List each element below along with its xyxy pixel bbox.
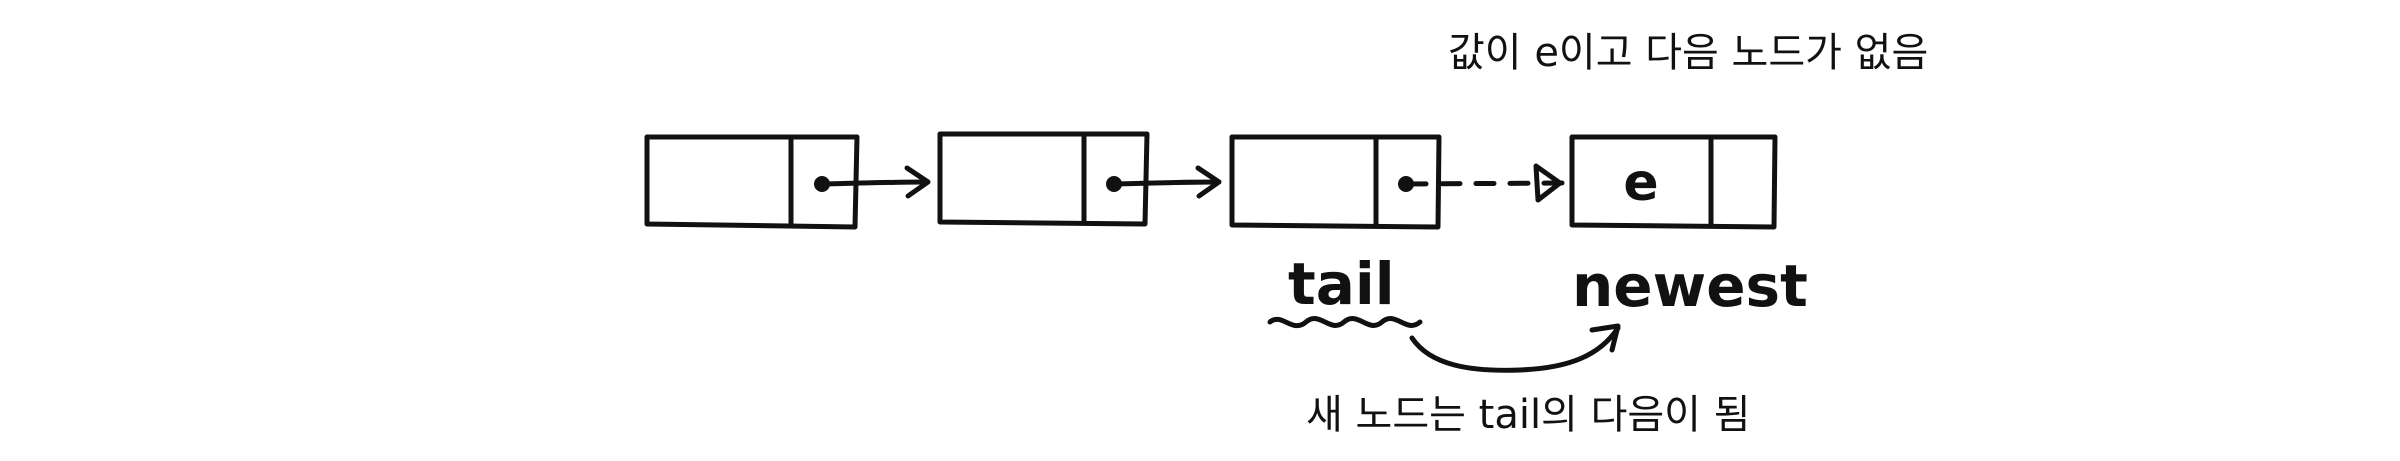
bottom-annotation: 새 노드는 tail의 다음이 됨 (1306, 392, 1750, 438)
node-3-box (1229, 134, 1442, 230)
dashed-arrow-tail-to-newest (1405, 163, 1565, 203)
list-node-2 (937, 131, 1150, 227)
list-node-1 (644, 134, 860, 230)
curved-arrow-tail-to-newest (1409, 323, 1621, 373)
node-1-box (644, 134, 860, 230)
newest-node-box (1569, 134, 1778, 230)
list-node-3-tail (1229, 134, 1442, 230)
newest-label: newest (1572, 252, 1808, 320)
node-2-box (937, 131, 1150, 227)
tail-label: tail (1288, 250, 1395, 318)
arrow-node-2-to-node-3 (1113, 165, 1222, 199)
tail-squiggle-underline (1267, 316, 1423, 329)
newest-node-value: e (1623, 153, 1658, 213)
arrow-node-1-to-node-2 (821, 165, 931, 199)
top-annotation: 값이 e이고 다음 노드가 없음 (1448, 30, 1928, 76)
list-node-newest: e (1569, 134, 1778, 230)
